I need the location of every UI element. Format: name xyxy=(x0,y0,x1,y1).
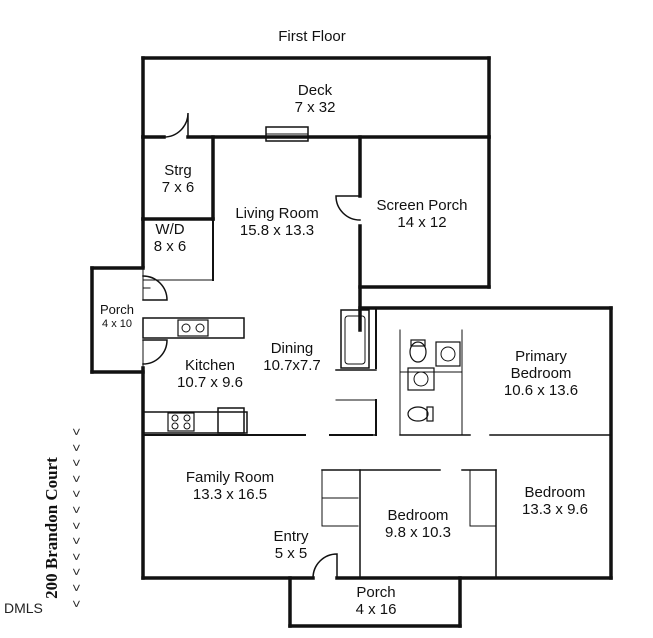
north-arrow-chevrons: <<<<<<<<<<<< xyxy=(66,424,88,611)
kitchen-sink xyxy=(177,319,209,337)
bath-walls xyxy=(358,306,613,580)
front-porch-walls xyxy=(288,576,462,628)
west-walls xyxy=(90,217,145,580)
toilet-lower xyxy=(407,406,429,422)
side-door-swing-upper xyxy=(142,275,168,301)
watermark-mark: DMLS xyxy=(4,600,43,616)
kitchen-counter xyxy=(142,411,248,434)
screen-porch-walls xyxy=(358,135,491,289)
street-address-label: 200 Brandon Court xyxy=(42,457,61,599)
toilet-upper xyxy=(409,341,427,363)
screen-door-swing xyxy=(335,195,361,221)
storage-walls xyxy=(141,135,215,221)
bathtub xyxy=(340,309,370,369)
kitchen-fridge xyxy=(217,407,245,434)
sink-lower xyxy=(407,367,435,391)
kitchen-range xyxy=(167,412,195,432)
deck-door-swing xyxy=(163,112,189,138)
deck-walls xyxy=(141,56,491,139)
sink-upper xyxy=(435,341,461,367)
plan-title: First Floor xyxy=(278,28,346,45)
chevron-icon: < xyxy=(68,599,85,608)
side-door-swing-lower xyxy=(142,339,168,365)
entry-door-swing xyxy=(312,553,338,579)
kitchen-island xyxy=(142,317,245,339)
